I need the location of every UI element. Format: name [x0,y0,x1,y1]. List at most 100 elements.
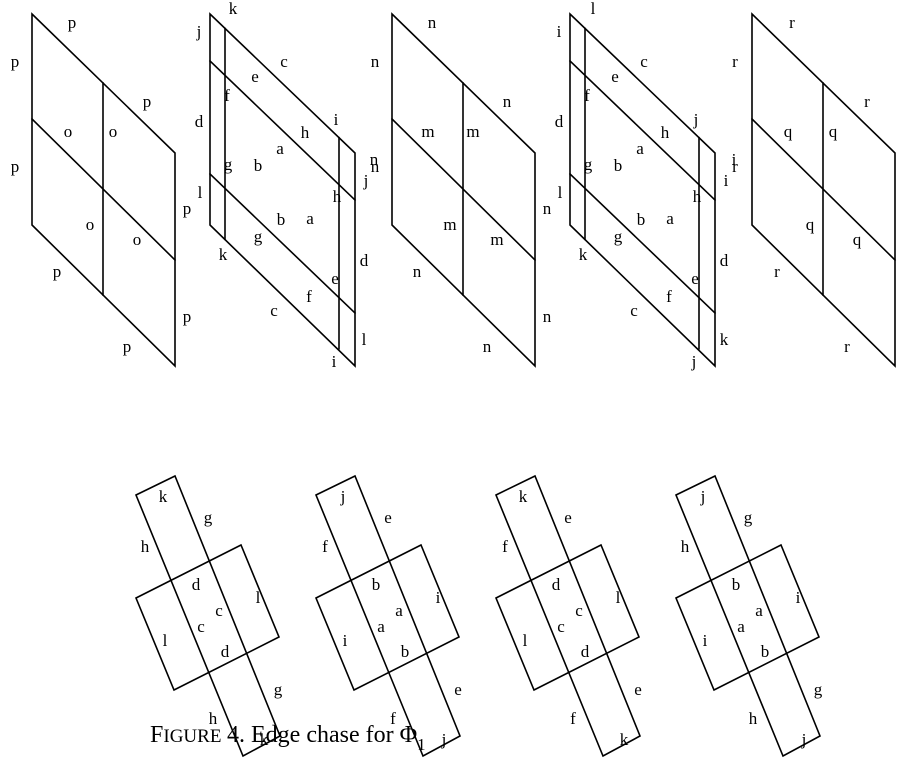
edge-label: m [466,122,479,141]
edge-label: o [64,122,73,141]
edge-label: p [123,337,132,356]
edge-label: k [579,245,588,264]
edge-label: h [749,709,758,728]
edge-label: c [215,601,223,620]
edge-label: m [443,215,456,234]
edge-label: r [864,92,870,111]
long-strip [314,474,462,758]
diagonal-divider [30,117,177,262]
edge-label: e [384,508,392,527]
edge-label: j [340,487,346,506]
edge-label: a [636,139,644,158]
edge-label: i [557,22,562,41]
edge-label: p [143,92,152,111]
edge-label: h [661,123,670,142]
edge-label: g [584,155,593,174]
edge-label: p [11,157,20,176]
edge-label: f [666,287,672,306]
diagonal-divider [390,117,537,262]
bottom-row-diagrams: kghdccdllghkjefbaabiiefjkefdccdllefkjghb… [134,474,823,758]
long-strip [674,474,822,758]
edge-label: h [301,123,310,142]
edge-label: k [720,330,729,349]
edge-label: q [853,230,862,249]
edge-label: a [377,617,385,636]
edge-label: o [133,230,142,249]
edge-label: l [256,588,261,607]
edge-label: l [523,631,528,650]
edge-label: b [761,642,770,661]
edge-label: e [634,680,642,699]
grid-diagonal [208,172,357,315]
edge-label: d [720,251,729,270]
edge-label: a [755,601,763,620]
edge-label: m [490,230,503,249]
edge-label: j [441,730,447,749]
edge-label: p [68,13,77,32]
edge-label: a [666,209,674,228]
edge-label: l [558,183,563,202]
edge-label: k [620,730,629,749]
edge-label: c [575,601,583,620]
edge-label: g [614,227,623,246]
edge-label: i [334,110,339,129]
edge-label: k [519,487,528,506]
center-square [494,543,641,692]
edge-label: e [691,269,699,288]
edge-label: n [503,92,512,111]
edge-label: j [700,487,706,506]
center-square [674,543,821,692]
edge-label: c [280,52,288,71]
edge-label: g [814,680,823,699]
edge-label: b [372,575,381,594]
edge-label: l [591,0,596,18]
edge-label: c [640,52,648,71]
diagonal-divider [750,117,897,262]
edge-label: l [163,631,168,650]
edge-label: c [270,301,278,320]
edge-label: e [331,269,339,288]
edge-label: q [829,122,838,141]
edge-label: k [219,245,228,264]
grid-outline [209,12,356,368]
edge-label: b [277,210,286,229]
edge-label: o [109,122,118,141]
edge-label: f [322,537,328,556]
edge-label: n [371,52,380,71]
edge-label: n [543,199,552,218]
edge-label: b [637,210,646,229]
edge-label: n [428,13,437,32]
edge-label: f [570,709,576,728]
edge-label: r [774,262,780,281]
edge-label: b [614,156,623,175]
grid-diagonal [568,59,717,202]
edge-label: f [584,86,590,105]
edge-label: n [370,150,379,169]
long-strip [134,474,282,758]
edge-label: i [796,588,801,607]
edge-label: h [333,187,342,206]
edge-label: n [371,157,380,176]
edge-label: a [395,601,403,620]
edge-label: p [183,307,192,326]
edge-label: d [360,251,369,270]
edge-label: i [703,631,708,650]
edge-label: d [221,642,230,661]
edge-label: l [198,183,203,202]
edge-label: r [732,52,738,71]
edge-label: n [483,337,492,356]
edge-label: k [159,487,168,506]
edge-label: b [401,642,410,661]
parallelogram-outline [391,12,536,368]
edge-label: i [732,150,737,169]
edge-label: q [784,122,793,141]
edge-label: b [732,575,741,594]
edge-label: a [737,617,745,636]
